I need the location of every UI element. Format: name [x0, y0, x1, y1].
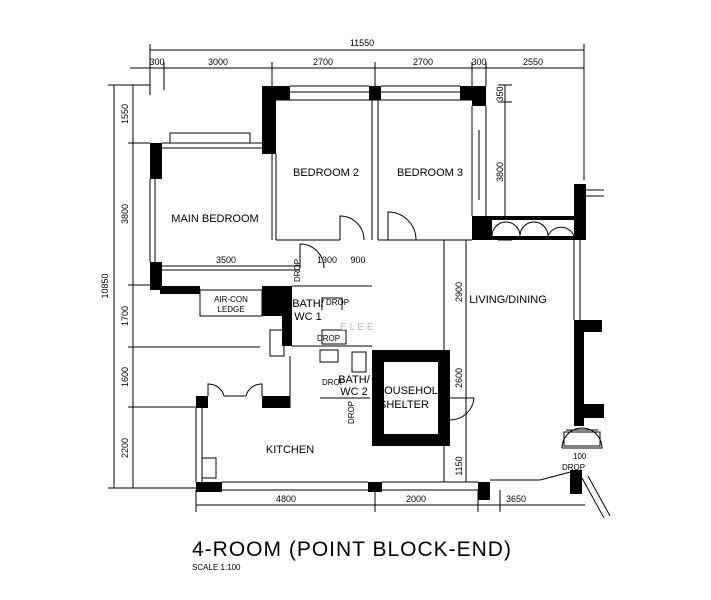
dim-left-1: 3800 [120, 204, 130, 224]
dim-bottom-1: 2000 [406, 494, 426, 504]
label-household-line2: SHELTER [379, 399, 429, 411]
dim-top-3: 2700 [413, 57, 433, 67]
dim-left-0: 1550 [120, 104, 130, 124]
dim-left-total: 10850 [100, 273, 110, 298]
walls [149, 85, 611, 519]
label-bedroom-3: BEDROOM 3 [397, 167, 463, 179]
dim-top-0: 300 [149, 57, 164, 67]
dim-left-4: 2200 [120, 438, 130, 458]
dim-top-1: 3000 [208, 57, 228, 67]
drop-label-1: DROP [293, 259, 302, 282]
dim-inner-1150: 1150 [454, 456, 464, 475]
dim-left-3: 1600 [120, 367, 130, 387]
drop-label-5: DROP [347, 401, 356, 424]
dim-top-2: 2700 [313, 57, 333, 67]
drop-100-label: 100 [573, 452, 587, 461]
left-dimensions: 10850 1550 3800 1700 1600 2200 [100, 84, 260, 489]
dim-left-2: 1700 [120, 306, 130, 326]
dim-inner-3500: 3500 [216, 255, 236, 265]
label-living-dining: LIVING/DINING [469, 294, 547, 306]
label-bath-wc1-line2: WC 1 [294, 311, 322, 323]
label-bath-wc1-line1: BATH/ [292, 298, 325, 310]
dim-inner-900: 900 [350, 255, 365, 265]
label-main-bedroom: MAIN BEDROOM [171, 213, 258, 225]
label-bath-wc2-line2: WC 2 [340, 386, 368, 398]
watermark-text: E L E E [340, 322, 374, 333]
drop-label-2: DROP [326, 298, 349, 307]
dim-bottom-0: 4800 [276, 494, 296, 504]
dim-right-350: 350 [495, 86, 505, 101]
label-air-con-ledge-line2: LEDGE [217, 305, 244, 314]
top-dimensions: 11550 300 3000 2700 2700 300 2550 [130, 38, 585, 180]
drop-label-3: DROP [317, 334, 340, 343]
label-kitchen: KITCHEN [266, 444, 314, 456]
drop-label-6: DROP [562, 463, 585, 472]
dim-inner-1300: 1300 [317, 255, 337, 265]
dim-top-total: 11550 [350, 38, 374, 48]
dim-top-4: 300 [471, 57, 486, 67]
room-labels: BEDROOM 2 BEDROOM 3 MAIN BEDROOM LIVING/… [171, 167, 547, 456]
label-bath-wc2-line1: BATH/ [338, 374, 371, 386]
drop-labels: DROP DROP DROP DROP DROP 100 DROP E L E … [293, 259, 587, 472]
plan-title: 4-ROOM (POINT BLOCK-END) [192, 538, 512, 561]
label-bedroom-2: BEDROOM 2 [293, 167, 359, 179]
label-household-line1: HOUSEHOLD [376, 385, 446, 397]
dim-top-5: 2550 [523, 57, 543, 67]
dim-bottom-2: 3650 [506, 494, 526, 504]
dim-right-3800: 3800 [495, 162, 505, 182]
dim-inner-2600: 2600 [454, 368, 464, 388]
label-air-con-ledge-line1: AIR-CON [214, 295, 248, 304]
bottom-dimensions: 4800 2000 3650 [195, 490, 585, 512]
dim-inner-2900: 2900 [454, 282, 464, 302]
drop-label-4: DROP [322, 378, 345, 387]
plan-scale: SCALE 1:100 [192, 563, 241, 572]
inner-dimensions: 3500 1300 900 2900 2600 1150 [162, 240, 467, 482]
